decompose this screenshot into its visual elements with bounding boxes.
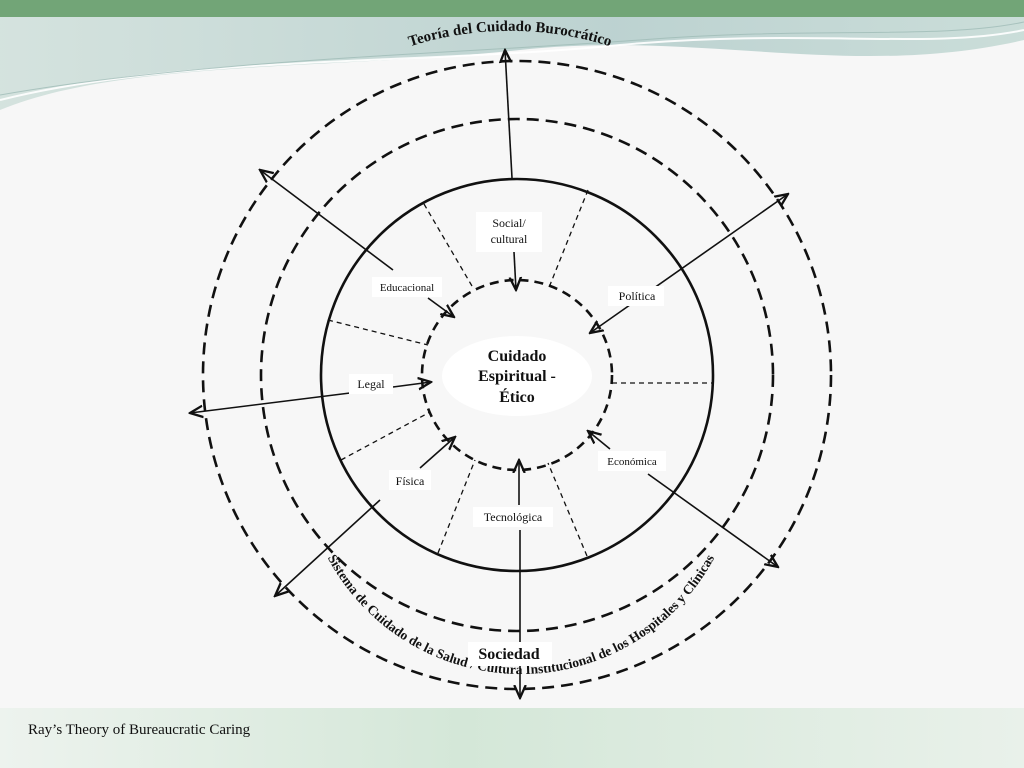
arrow-legal-inward <box>392 382 431 387</box>
label-politica: Política <box>619 289 656 303</box>
center-label-line1: Cuidado <box>488 348 547 365</box>
middle-dashed-circle <box>259 117 775 633</box>
label-social-cultural-line2: cultural <box>491 232 528 246</box>
society-label: Sociedad <box>478 646 539 663</box>
label-social-cultural-line1: Social/ <box>492 216 526 230</box>
footer-band <box>0 708 1024 768</box>
label-tecnologica: Tecnológica <box>484 510 543 524</box>
center-label-line2: Espiritual - <box>478 368 556 385</box>
arrow-fisica-inward <box>419 437 455 469</box>
header-decoration <box>0 0 1024 110</box>
label-fisica: Física <box>396 474 425 488</box>
arrow-fisica-outward <box>275 499 381 596</box>
arrow-legal-outward <box>190 392 351 413</box>
arrow-politica <box>590 194 788 333</box>
arrow-social-inward <box>514 251 516 290</box>
label-plates <box>349 212 666 666</box>
diagram-circles <box>201 59 833 691</box>
inner-dashed-circle <box>420 278 614 472</box>
arrow-educacional-inward <box>427 297 454 317</box>
segment-dividers <box>327 189 712 557</box>
footer-caption: Ray’s Theory of Bureaucratic Caring <box>28 722 251 738</box>
connector-arrows <box>190 50 788 698</box>
outer-dashed-circle <box>201 59 833 691</box>
center-highlight <box>442 336 592 416</box>
solid-ring <box>319 177 715 573</box>
arrow-economica-inward <box>588 431 611 450</box>
label-economica: Económica <box>607 456 657 468</box>
arrow-educacional-outward <box>260 170 394 271</box>
label-educacional: Educacional <box>380 282 434 294</box>
label-legal: Legal <box>357 377 385 391</box>
center-label-line3: Ético <box>499 387 535 406</box>
arrow-top <box>505 50 513 179</box>
arrow-economica-outward <box>647 473 778 567</box>
